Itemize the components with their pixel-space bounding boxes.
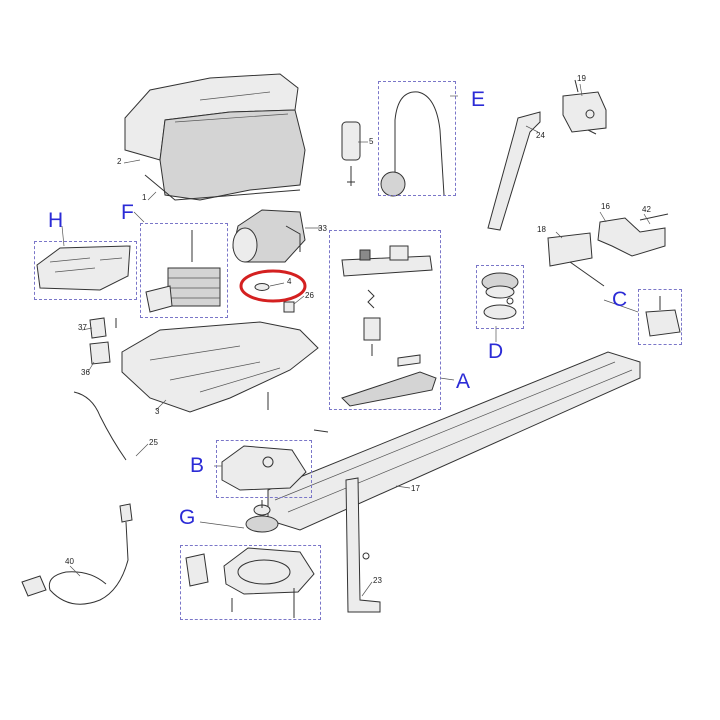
part-number-40: 40 [65,557,74,566]
highlight-ring [239,269,307,303]
part-number-36: 36 [81,368,90,377]
sprocket-group-g [245,500,279,533]
strap-bracket-part-24 [487,111,541,231]
bulb-holder-part-5 [341,121,361,186]
group-frame-d [476,265,524,329]
group-label-b: B [190,454,205,477]
group-frame-b [216,440,312,498]
gear-set-group-d [481,272,519,320]
motor-part-33 [232,209,306,263]
part-number-18: 18 [537,225,546,234]
cable-part-25 [73,391,127,461]
pull-cord-group-e [380,91,445,197]
lower-cover [185,547,315,618]
control-board-group-h [36,245,131,291]
group-frame-c [638,289,682,345]
group-label-g: G [179,506,196,529]
part-number-1: 1 [142,193,147,202]
part-number-37: 37 [78,323,87,332]
part-number-16: 16 [601,202,610,211]
group-frame-e [378,81,456,196]
group-label-e: E [471,88,486,111]
part-number-24: 24 [536,131,545,140]
group-label-a: A [456,370,471,393]
clamp-bracket-part-16 [597,213,669,257]
power-cord-part-40 [21,503,133,605]
upper-cover-group-b [221,429,329,491]
rail-part-17 [267,351,641,531]
cover-part-2 [124,73,306,201]
part-number-17: 17 [411,484,420,493]
transformer-group-f [145,230,221,313]
group-label-f: F [121,201,134,224]
slider-group-c [645,296,681,337]
part-number-26: 26 [305,291,314,300]
part-number-33: 33 [318,224,327,233]
group-frame-lower [180,545,321,620]
mechanism-group-a [341,245,437,407]
group-label-d: D [488,340,504,363]
group-label-c: C [612,288,628,311]
part-number-4: 4 [287,277,292,286]
part-number-2: 2 [117,157,122,166]
part-number-25: 25 [149,438,158,447]
part-number-3: 3 [155,407,160,416]
group-label-h: H [48,209,64,232]
slotted-strap-part-23 [345,477,381,613]
part-number-19: 19 [577,74,586,83]
ceiling-bracket-part-19 [562,79,607,135]
group-frame-h [34,241,137,300]
connector-part-37 [89,317,117,365]
base-chassis-part-3 [121,321,319,413]
group-frame-a [329,230,441,410]
block-part-26 [283,301,295,313]
part-number-42: 42 [642,205,651,214]
leader-lines [61,83,651,597]
group-frame-f [140,223,228,318]
plate-part-18 [547,232,605,287]
part-number-23: 23 [373,576,382,585]
part-number-5: 5 [369,137,374,146]
